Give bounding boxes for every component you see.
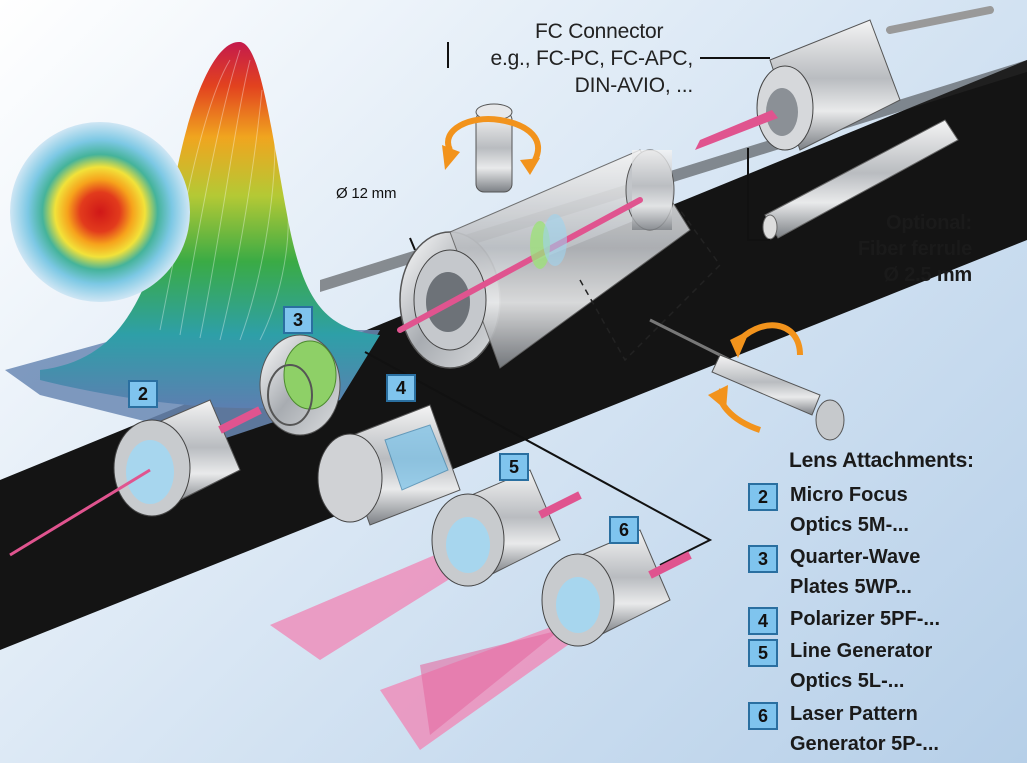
- adjust-knob: [442, 103, 542, 193]
- legend-text: Polarizer 5PF-...: [790, 608, 941, 630]
- legend-item-4: 4 Polarizer 5PF-...: [748, 604, 1018, 635]
- legend-item-5: 5 Line Generator Optics 5L-...: [748, 636, 1018, 696]
- legend-text: Micro Focus: [790, 484, 908, 506]
- legend-text: Optics 5L-...: [790, 670, 905, 692]
- legend-item-3: 3 Quarter-Wave Plates 5WP...: [748, 542, 1018, 602]
- fc-connector-types-line1: e.g., FC-PC, FC-APC,: [490, 47, 693, 70]
- legend-text: Laser Pattern: [790, 703, 918, 725]
- fiber-ferrule: [762, 119, 959, 240]
- profile-texture: [159, 49, 289, 341]
- legend-num: 3: [748, 545, 778, 573]
- fc-connector-title: FC Connector: [535, 20, 664, 43]
- attachment-2: [9, 399, 262, 557]
- legend-text: Plates 5WP...: [790, 576, 912, 598]
- legend-num: 2: [748, 483, 778, 511]
- fc-connector: [695, 6, 994, 151]
- optional-line2: Fiber ferrule: [857, 238, 972, 260]
- alignment-tool: [649, 318, 845, 441]
- attachment-6: [380, 529, 692, 750]
- fc-connector-types-line2: DIN-AVIO, ...: [574, 74, 694, 97]
- legend-text: Quarter-Wave: [790, 546, 921, 568]
- legend-text: Line Generator: [790, 640, 933, 662]
- legend-item-2: 2 Micro Focus Optics 5M-...: [748, 480, 1018, 540]
- dashed-outline: [579, 209, 721, 362]
- legend-title: Lens Attachments:: [789, 449, 974, 472]
- part-tag-3: 3: [283, 306, 313, 334]
- leader-lines: [364, 42, 770, 566]
- attachment-3: [259, 334, 341, 436]
- beam-spot: [10, 122, 190, 302]
- legend-num: 5: [748, 639, 778, 667]
- main-housing: [397, 149, 691, 369]
- legend-num: 6: [748, 702, 778, 730]
- optional-line1: Optional:: [886, 212, 972, 234]
- legend-item-6: 6 Laser Pattern Generator 5P-...: [748, 699, 1018, 759]
- attachment-5: [270, 469, 582, 660]
- part-tag-2: 2: [128, 380, 158, 408]
- legend-text: Generator 5P-...: [790, 733, 939, 755]
- part-tag-6: 6: [609, 516, 639, 544]
- legend-text: Optics 5M-...: [790, 514, 909, 536]
- part-tag-4: 4: [386, 374, 416, 402]
- diameter-label: Ø 12 mm: [336, 185, 397, 202]
- legend-num: 4: [748, 607, 778, 635]
- part-tag-5: 5: [499, 453, 529, 481]
- optional-line3: Ø 2.5 mm: [883, 264, 973, 286]
- attachment-4: [317, 404, 461, 526]
